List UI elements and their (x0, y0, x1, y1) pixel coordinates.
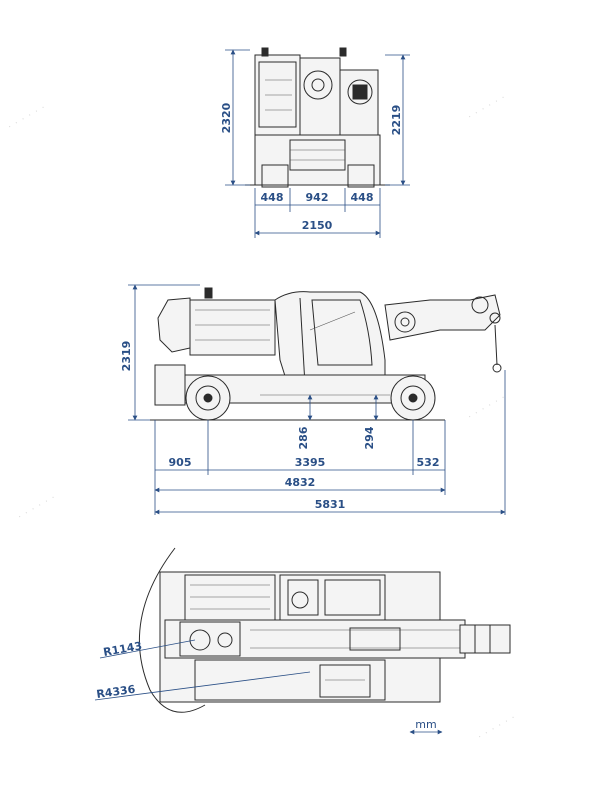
svg-text:· · · · · ·: · · · · · · (17, 493, 59, 523)
side-wheelbase-label: 3395 (295, 456, 326, 469)
top-view-body (138, 547, 511, 713)
side-overall-length-label: 5831 (315, 498, 346, 511)
side-rear-overhang-label: 532 (417, 456, 440, 469)
side-view: 2319 286 294 905 3395 532 4832 5831 (120, 284, 506, 515)
svg-text:· · · · · ·: · · · · · · (7, 103, 49, 133)
side-clearance-front-label: 286 (297, 426, 310, 449)
front-total-width-label: 2150 (302, 219, 333, 232)
front-track-center-label: 942 (306, 191, 329, 204)
side-front-overhang-label: 905 (169, 456, 192, 469)
front-height-left-label: 2320 (220, 102, 233, 133)
top-view: R1143 R4336 mm (94, 547, 511, 735)
unit-label: mm (415, 718, 436, 731)
front-view-body (245, 47, 390, 188)
svg-text:· · · · · ·: · · · · · · (477, 713, 519, 743)
svg-text:· · · · · ·: · · · · · · (467, 93, 509, 123)
top-inner-radius-label: R1143 (102, 639, 143, 659)
side-overall-without-jib-label: 4832 (285, 476, 316, 489)
side-height-label: 2319 (120, 341, 133, 372)
front-view: 2320 2219 448 942 448 2150 (220, 47, 410, 238)
front-track-right-label: 448 (351, 191, 374, 204)
side-clearance-rear-label: 294 (363, 426, 376, 449)
front-height-right-label: 2219 (390, 105, 403, 136)
top-outer-radius-label: R4336 (96, 683, 137, 701)
front-track-left-label: 448 (261, 191, 284, 204)
svg-text:· · · · · ·: · · · · · · (467, 393, 509, 423)
side-view-body (150, 287, 502, 421)
